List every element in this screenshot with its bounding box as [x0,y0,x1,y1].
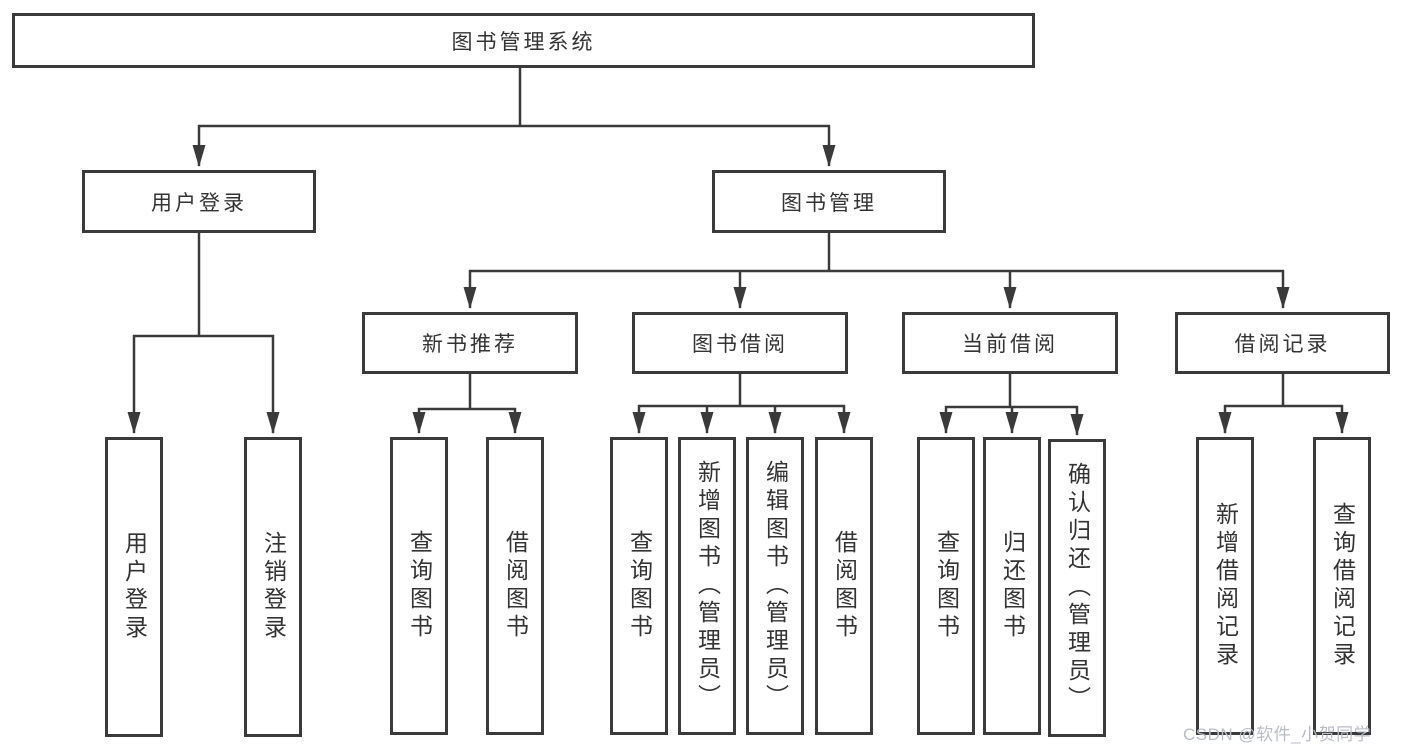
node-label: 查询借阅记录 [1329,502,1356,670]
leaf-current-confirm-return-admin: 确认归还（管理员） [1048,439,1106,737]
node-label: 借阅图书 [502,530,529,642]
leaf-bookborrow-query-book: 查询图书 [610,437,668,735]
node-label: 借阅图书 [831,530,858,642]
leaf-current-query-book: 查询图书 [917,437,975,735]
node-borrow-records: 借阅记录 [1175,312,1390,374]
leaf-logout: 注销登录 [244,437,302,737]
leaf-user-login: 用户登录 [105,437,163,737]
node-label: 归还图书 [999,530,1026,642]
leaf-bookborrow-borrow-book: 借阅图书 [815,437,873,735]
node-label: 编辑图书（管理员） [762,460,789,712]
leaf-recommend-borrow-book: 借阅图书 [486,437,544,735]
leaf-bookborrow-edit-book-admin: 编辑图书（管理员） [746,437,804,735]
node-label: 新书推荐 [422,333,518,356]
node-user-login-group: 用户登录 [82,170,316,233]
node-label: 查询图书 [626,530,653,642]
node-label: 用户登录 [121,531,148,643]
node-label: 新增借阅记录 [1212,502,1239,670]
node-current-borrow: 当前借阅 [902,312,1118,374]
leaf-bookborrow-add-book-admin: 新增图书（管理员） [678,437,736,735]
node-new-book-recommend: 新书推荐 [362,312,578,374]
leaf-current-return-book: 归还图书 [983,437,1041,735]
node-label: 图书管理系统 [451,30,596,54]
leaf-records-add-borrow-record: 新增借阅记录 [1196,437,1254,735]
node-book-management: 图书管理 [712,170,946,233]
node-label: 注销登录 [260,531,287,643]
node-label: 查询图书 [406,530,433,642]
node-label: 确认归还（管理员） [1064,462,1091,714]
leaf-records-query-borrow-record: 查询借阅记录 [1313,437,1371,735]
node-book-borrow: 图书借阅 [632,312,848,374]
node-label: 借阅记录 [1234,333,1331,356]
node-label: 图书借阅 [692,333,788,356]
leaf-recommend-query-book: 查询图书 [390,437,448,735]
node-label: 新增图书（管理员） [694,460,721,712]
node-label: 图书管理 [781,191,877,215]
node-label: 当前借阅 [962,333,1058,356]
csdn-watermark: CSDN @软件_小贺同学 [1183,725,1372,744]
node-label: 用户登录 [151,191,247,215]
node-library-management-system: 图书管理系统 [12,13,1035,68]
node-label: 查询图书 [933,530,960,642]
